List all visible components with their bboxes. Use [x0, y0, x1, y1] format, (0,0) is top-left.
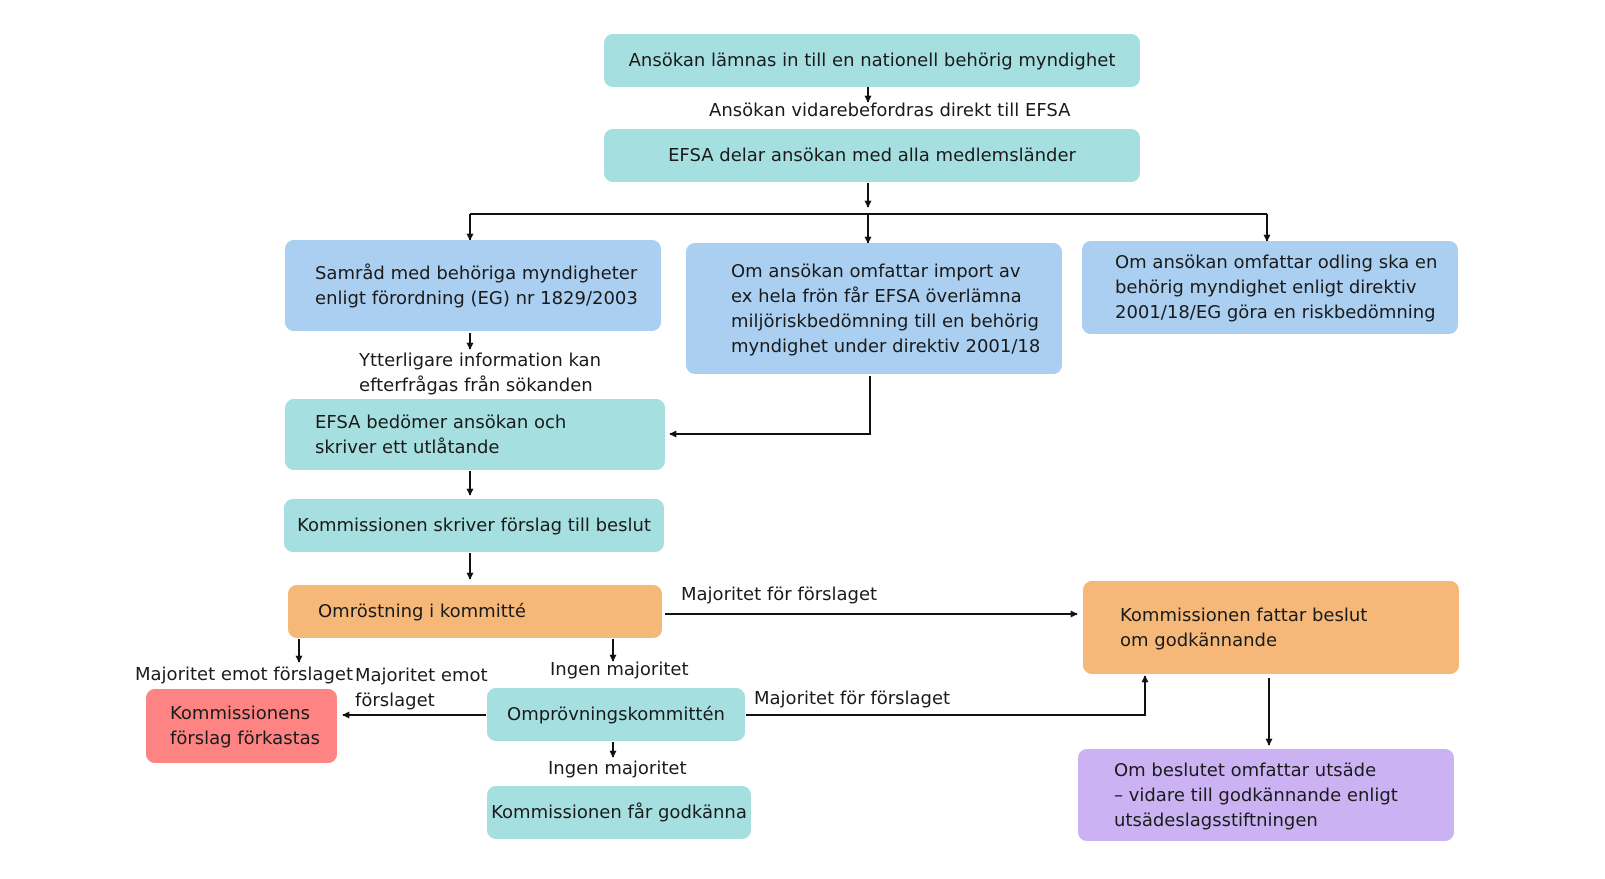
box-application-submitted: Ansökan lämnas in till en nationell behö… [604, 34, 1140, 87]
label-majority-against-1: Majoritet emot förslaget [135, 664, 354, 685]
label-no-majority-1: Ingen majoritet [550, 659, 689, 680]
arrow-appeal-majority-for [746, 675, 1149, 716]
box-appeal-committee: Omprövningskommittén [487, 688, 745, 741]
label-majority-for-2: Majoritet för förslaget [754, 688, 951, 709]
label-majority-against-2: Majoritet emot förslaget [355, 665, 488, 711]
label-more-info: Ytterligare information kan efterfrågas … [359, 350, 601, 396]
box-commission-may-approve: Kommissionen får godkänna [487, 786, 751, 839]
label-no-majority-2: Ingen majoritet [548, 758, 687, 779]
box-efsa-assesses: EFSA bedömer ansökan och skriver ett utl… [285, 399, 665, 470]
label-forwarded-to-efsa: Ansökan vidarebefordras direkt till EFSA [709, 100, 1071, 121]
box-commission-approves: Kommissionen fattar beslut om godkännand… [1083, 581, 1459, 674]
box-seed-case: Om beslutet omfattar utsäde – vidare til… [1078, 749, 1454, 841]
box-proposal-rejected: Kommissionens förslag förkastas [146, 689, 337, 763]
box-efsa-shares: EFSA delar ansökan med alla medlemslände… [604, 129, 1140, 182]
box-import-case: Om ansökan omfattar import av ex hela fr… [686, 243, 1062, 374]
box-cultivation-case: Om ansökan omfattar odling ska en behöri… [1082, 241, 1458, 334]
box-commission-proposal: Kommissionen skriver förslag till beslut [284, 499, 664, 552]
label-majority-for-1: Majoritet för förslaget [681, 584, 878, 605]
box-committee-vote: Omröstning i kommitté [288, 585, 662, 638]
arrow-import-to-assess [669, 376, 871, 438]
box-consultation: Samråd med behöriga myndigheter enligt f… [285, 240, 661, 331]
